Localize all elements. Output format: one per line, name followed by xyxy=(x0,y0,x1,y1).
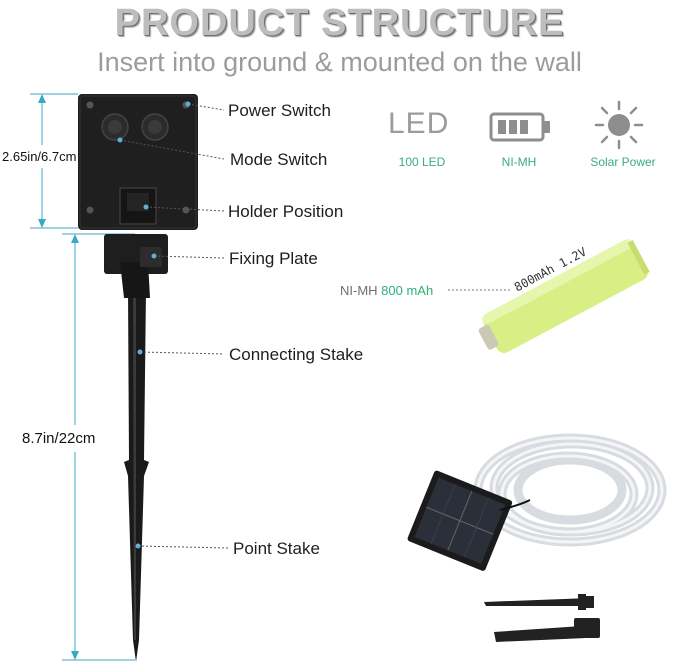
connecting-stake-label: Connecting Stake xyxy=(229,345,364,364)
solar-power-label: Solar Power xyxy=(590,155,656,169)
battery-spec-label: NI-MH 800 mAh xyxy=(340,283,433,298)
aa-battery-illustration xyxy=(448,239,650,353)
page-title: PRODUCT STRUCTURE xyxy=(114,2,565,44)
fixing-plate-label: Fixing Plate xyxy=(229,249,318,268)
led-text-icon: LED xyxy=(388,107,450,140)
fixing-plate xyxy=(104,234,168,298)
led-count-label: 100 LED xyxy=(398,155,446,169)
solar-control-box xyxy=(78,94,198,230)
callout-leaders xyxy=(119,103,229,549)
rope-light-product xyxy=(407,433,667,642)
battery-icon xyxy=(489,112,550,142)
power-switch-label: Power Switch xyxy=(228,101,331,120)
battery-type-text: NI-MH xyxy=(340,283,378,298)
box-height-label: 2.65in/6.7cm xyxy=(2,149,77,164)
box-height-dimension xyxy=(30,93,78,229)
holder-position-label: Holder Position xyxy=(228,202,344,221)
stake-length-label: 8.7in/22cm xyxy=(22,430,96,447)
mode-switch-label: Mode Switch xyxy=(230,150,328,169)
sun-icon xyxy=(594,100,644,150)
point-stake-label: Point Stake xyxy=(233,539,320,558)
ground-stake xyxy=(124,290,149,662)
battery-type-label: NI-MH xyxy=(501,155,537,169)
battery-capacity-text: 800 mAh xyxy=(381,283,434,298)
page-subtitle: Insert into ground & mounted on the wall xyxy=(97,47,582,77)
